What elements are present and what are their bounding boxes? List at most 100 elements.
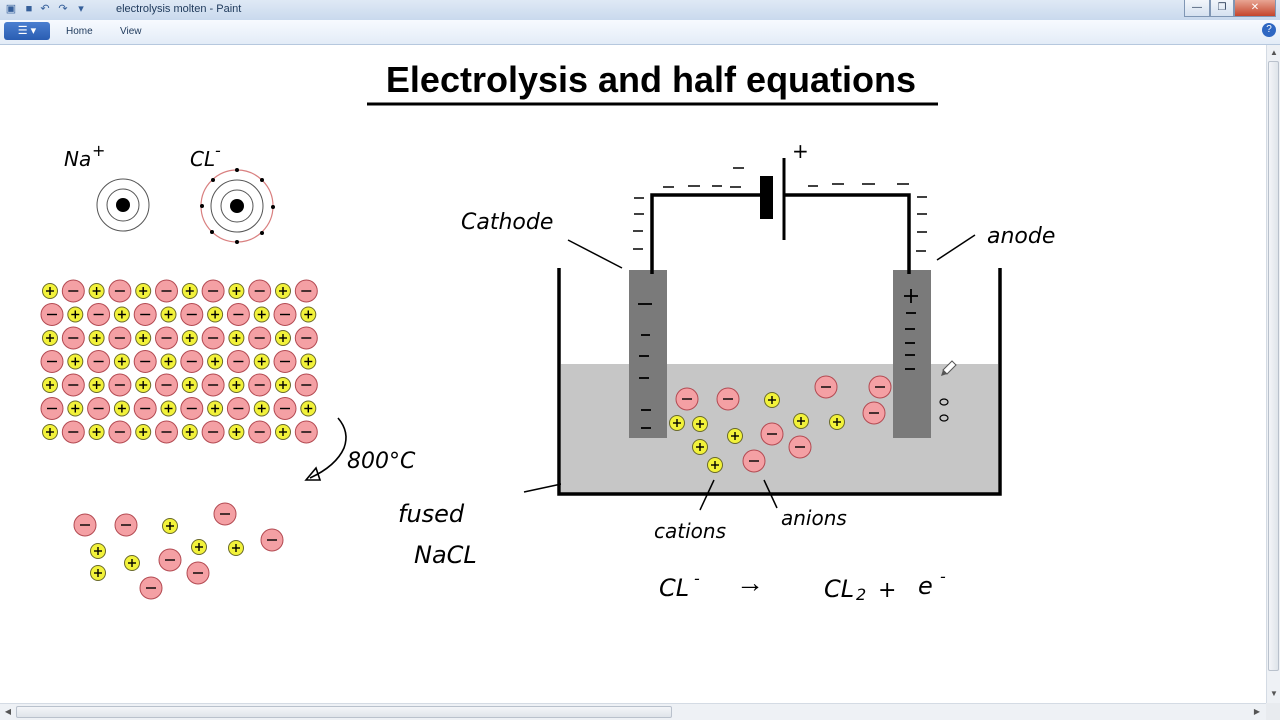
- sodium-cation: [162, 518, 178, 534]
- slide-title: Electrolysis and half equations: [386, 59, 916, 100]
- chloride-anion: [716, 387, 740, 411]
- chloride-anion: [87, 397, 111, 420]
- sodium-cation: [181, 424, 198, 440]
- quick-access-dropdown-icon[interactable]: ▾: [78, 3, 84, 15]
- na-label: Na: [64, 147, 91, 171]
- sodium-cation: [113, 400, 130, 417]
- minimize-button[interactable]: —: [1184, 0, 1210, 17]
- sodium-cation: [228, 424, 245, 440]
- sodium-cation: [113, 306, 130, 323]
- nacl-label: NaCL: [414, 541, 477, 569]
- equation-product-subscript: 2: [856, 585, 866, 604]
- sodium-cation: [181, 330, 198, 346]
- chloride-anion: [226, 350, 250, 373]
- redo-icon[interactable]: ↷: [58, 3, 68, 15]
- sodium-cation: [275, 424, 291, 440]
- sodium-cation: [124, 555, 140, 571]
- sodium-cation: [90, 543, 106, 559]
- chloride-anion: [788, 435, 812, 459]
- anode-pointer: [936, 234, 976, 261]
- paint-menu-icon: ☰ ▾: [17, 25, 37, 37]
- chloride-anion: [186, 561, 210, 585]
- save-icon[interactable]: ■: [25, 3, 33, 15]
- chloride-anion: [675, 387, 699, 411]
- chloride-anion: [108, 326, 132, 350]
- help-icon[interactable]: ?: [1262, 23, 1276, 37]
- chloride-anion: [108, 373, 132, 397]
- sodium-cation: [692, 439, 708, 455]
- sodium-cation: [160, 306, 177, 323]
- scroll-right-icon[interactable]: ▶: [1253, 707, 1261, 716]
- sodium-cation: [829, 414, 845, 430]
- chloride-anion: [862, 401, 886, 425]
- tab-view[interactable]: View: [120, 26, 142, 37]
- anions-label: anions: [781, 506, 847, 530]
- sodium-cation: [88, 330, 105, 346]
- anode-electrode: [893, 270, 931, 438]
- half-equation: CL - → CL 2 + e -: [659, 567, 946, 604]
- scroll-up-icon[interactable]: ▲: [1270, 48, 1278, 57]
- anions-pointer: [763, 479, 778, 509]
- sodium-cation: [793, 413, 809, 429]
- undo-icon[interactable]: ↶: [40, 3, 50, 15]
- scroll-down-icon[interactable]: ▼: [1270, 689, 1278, 698]
- sodium-cation: [764, 392, 780, 408]
- heating-arrow-head: [304, 466, 322, 481]
- chloride-anion: [61, 326, 85, 350]
- chloride-anion: [155, 326, 178, 350]
- sodium-cation: [300, 400, 317, 417]
- sodium-cation: [275, 377, 291, 393]
- chloride-anion: [294, 373, 318, 397]
- horizontal-scrollbar[interactable]: ◀ ▶: [0, 703, 1266, 720]
- sodium-cation: [191, 539, 207, 555]
- temperature-label: 800°C: [347, 449, 416, 474]
- chloride-anion: [760, 422, 784, 446]
- chloride-anion: [294, 326, 318, 350]
- title-bar: ▣ ■ ↶ ↷ ▾ electrolysis molten - Paint — …: [0, 0, 1280, 21]
- chloride-anion: [742, 449, 766, 473]
- chloride-anion: [180, 350, 204, 373]
- sodium-cation: [207, 306, 224, 323]
- equation-reactant: CL: [659, 574, 689, 602]
- scroll-left-icon[interactable]: ◀: [4, 707, 12, 716]
- battery-negative-plate: [760, 176, 773, 219]
- sodium-cation: [42, 283, 58, 299]
- cations-pointer: [699, 479, 715, 511]
- chloride-anion: [201, 326, 225, 350]
- maximize-button[interactable]: ❐: [1210, 0, 1234, 17]
- chloride-anion: [226, 303, 250, 326]
- chloride-anion: [87, 303, 111, 326]
- drawing-canvas[interactable]: Electrolysis and half equations Na + CL …: [0, 45, 1266, 703]
- sodium-cation: [692, 416, 708, 432]
- sodium-cation: [253, 353, 270, 370]
- chloride-anion: [133, 303, 157, 326]
- cl-charge: -: [215, 141, 221, 160]
- sodium-cation: [228, 540, 244, 556]
- tab-home[interactable]: Home: [66, 26, 93, 37]
- paint-app-icon[interactable]: ▣: [5, 3, 17, 15]
- electrolyte-ions: [669, 375, 892, 473]
- canvas-drawing: Electrolysis and half equations Na + CL …: [40, 59, 1055, 604]
- chloride-anion: [201, 279, 225, 303]
- vertical-scrollbar[interactable]: ▲ ▼: [1266, 45, 1280, 703]
- close-button[interactable]: ✕: [1234, 0, 1276, 17]
- chloride-anion: [201, 373, 225, 397]
- chloride-anion: [40, 397, 64, 420]
- paint-menu-button[interactable]: ☰ ▾: [4, 22, 50, 40]
- sodium-cation: [42, 424, 58, 440]
- chloride-anion: [114, 513, 138, 537]
- vertical-scroll-thumb[interactable]: [1268, 61, 1279, 671]
- chloride-anion: [273, 397, 297, 420]
- pencil-cursor-icon: [941, 360, 957, 376]
- chloride-anion: [201, 420, 225, 444]
- sodium-cation: [300, 353, 317, 370]
- horizontal-scroll-thumb[interactable]: [16, 706, 672, 718]
- chloride-anion: [133, 397, 157, 420]
- anode-positive-charges: [904, 289, 918, 370]
- chloride-anion: [155, 279, 178, 303]
- sodium-cation: [727, 428, 743, 444]
- chloride-anion: [248, 326, 272, 350]
- ribbon-tab-bar: ☰ ▾ Home View ?: [0, 20, 1280, 45]
- na-charge: +: [92, 141, 105, 160]
- sodium-cation: [67, 306, 84, 323]
